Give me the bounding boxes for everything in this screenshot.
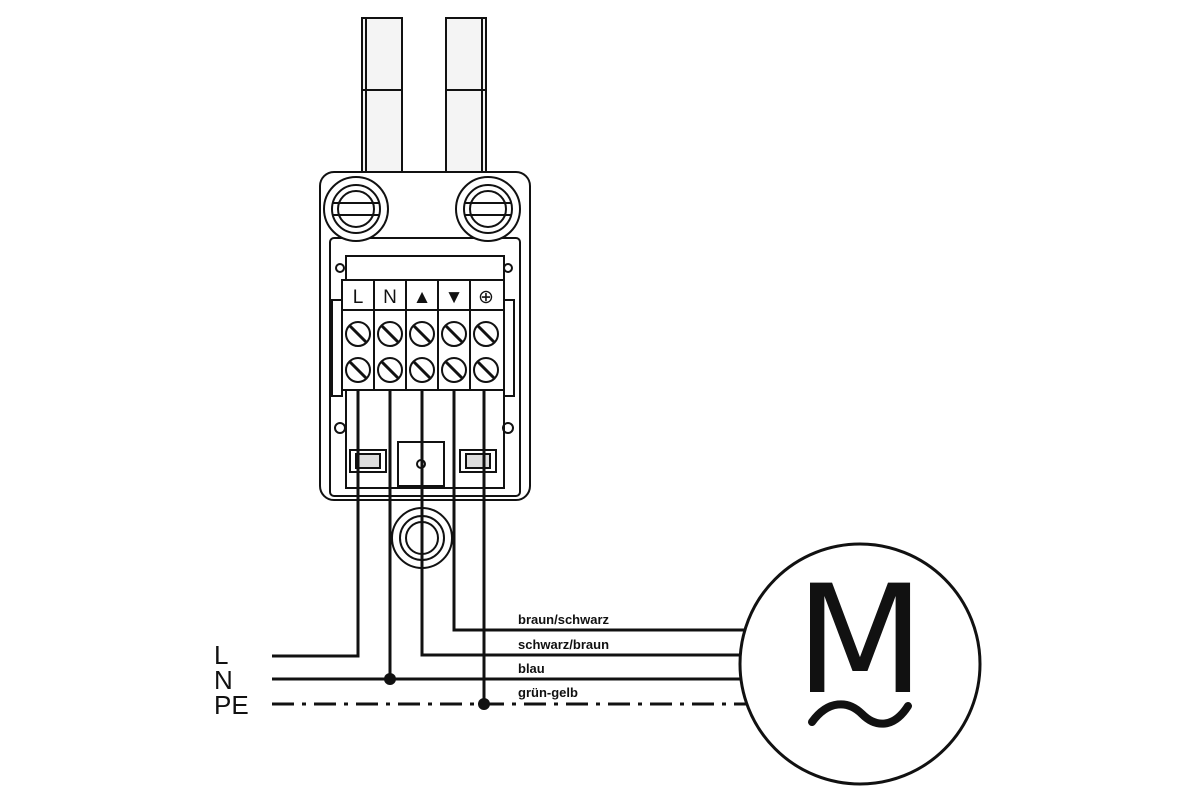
terminal-label-down: ▼ — [445, 287, 464, 308]
terminal-label-n: N — [383, 287, 397, 308]
terminal-label-l: L — [353, 287, 364, 308]
terminal-screw-icon — [441, 357, 467, 383]
ac-tilde-icon — [808, 700, 912, 728]
terminal-screw-icon — [377, 357, 403, 383]
terminal-screw-icon — [345, 321, 371, 347]
cable-left — [361, 17, 403, 179]
wire-l — [272, 390, 360, 658]
cable-gland-icon — [455, 176, 521, 242]
housing-inner-frame — [329, 237, 521, 497]
terminal-screw-icon — [409, 321, 435, 347]
earth-ground-icon: ⊕ — [478, 287, 494, 308]
wire-schwarz-braun — [420, 390, 746, 657]
wire-label-braun-schwarz: braun/schwarz — [518, 612, 610, 627]
junction-pe — [478, 698, 490, 710]
cable-right — [445, 17, 487, 179]
supply-label-l: L — [214, 640, 228, 670]
junction-n — [384, 673, 396, 685]
motor-circle — [738, 542, 982, 786]
terminal-screw-icon — [345, 357, 371, 383]
wire-braun-schwarz — [452, 390, 746, 632]
wire-label-schwarz-braun: schwarz/braun — [518, 637, 609, 652]
terminal-screw-icon — [441, 321, 467, 347]
motor-icon: M — [738, 542, 982, 786]
wire-label-gruen-gelb: grün-gelb — [518, 685, 578, 700]
terminal-screw-icon — [409, 357, 435, 383]
terminal-screw-icon — [377, 321, 403, 347]
terminal-screw-icon — [473, 357, 499, 383]
supply-label-n: N — [214, 665, 233, 695]
terminal-labels: L N ▲ ▼ ⊕ — [353, 287, 494, 308]
terminal-screws — [345, 321, 499, 383]
terminal-screw-icon — [473, 321, 499, 347]
cable-gland-icon — [323, 176, 389, 242]
terminal-label-up: ▲ — [413, 287, 432, 308]
motor-symbol: M — [795, 554, 924, 728]
wire-label-blau: blau — [518, 661, 545, 676]
supply-label-pe: PE — [214, 690, 249, 720]
